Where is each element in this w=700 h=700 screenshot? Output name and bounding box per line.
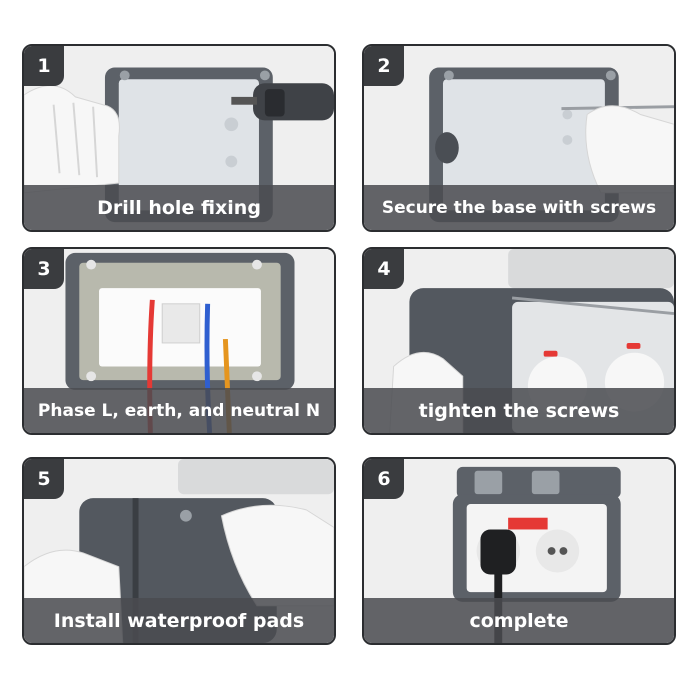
step-5-number-badge: 5 bbox=[24, 459, 64, 499]
step-4-caption: tighten the screws bbox=[364, 388, 674, 433]
step-2-caption: Secure the base with screws bbox=[364, 185, 674, 230]
step-2-number-badge: 2 bbox=[364, 46, 404, 86]
step-1-caption: Drill hole fixing bbox=[24, 185, 334, 230]
step-card-5: 5 Install waterproof pads bbox=[22, 457, 336, 645]
step-6-caption: complete bbox=[364, 598, 674, 643]
step-3-photo bbox=[24, 249, 334, 433]
step-card-6: 6 complete bbox=[362, 457, 676, 645]
step-3-caption: Phase L, earth, and neutral N bbox=[24, 388, 334, 433]
step-card-2: 2 Secure the base with screws bbox=[362, 44, 676, 232]
step-6-number-badge: 6 bbox=[364, 459, 404, 499]
step-card-3: 3 Phase L, earth, and neutral N bbox=[22, 247, 336, 435]
step-1-number-badge: 1 bbox=[24, 46, 64, 86]
step-card-4: 4 tighten the screws bbox=[362, 247, 676, 435]
step-card-1: 1 Drill hole fixing bbox=[22, 44, 336, 232]
step-5-caption: Install waterproof pads bbox=[24, 598, 334, 643]
step-1-photo bbox=[24, 46, 334, 230]
step-3-number-badge: 3 bbox=[24, 249, 64, 289]
step-4-number-badge: 4 bbox=[364, 249, 404, 289]
